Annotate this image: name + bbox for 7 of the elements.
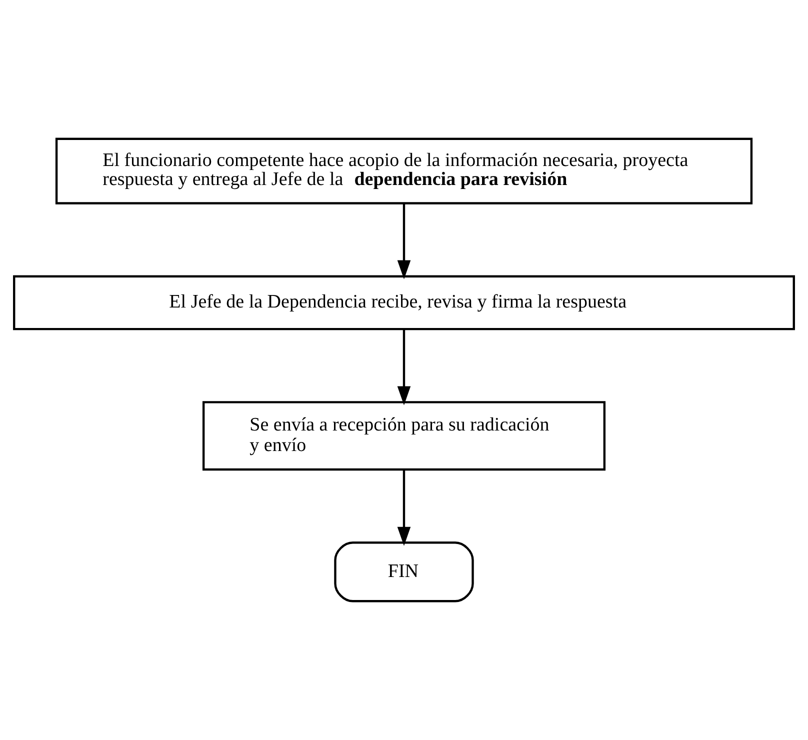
node-box: FIN — [334, 542, 474, 602]
node-box: Se envía a recepción para su radicación y envío — [202, 401, 606, 471]
arrow — [397, 470, 411, 546]
arrow — [397, 204, 411, 280]
arrow — [397, 329, 411, 406]
node-box: El funcionario competente hace acopio de la información necesaria, proyecta respuesta y entrega al Jefe de la dependencia para revisión — [55, 138, 753, 204]
node-box: El Jefe de la Dependencia recibe, revisa y firma la respuesta — [13, 275, 795, 330]
